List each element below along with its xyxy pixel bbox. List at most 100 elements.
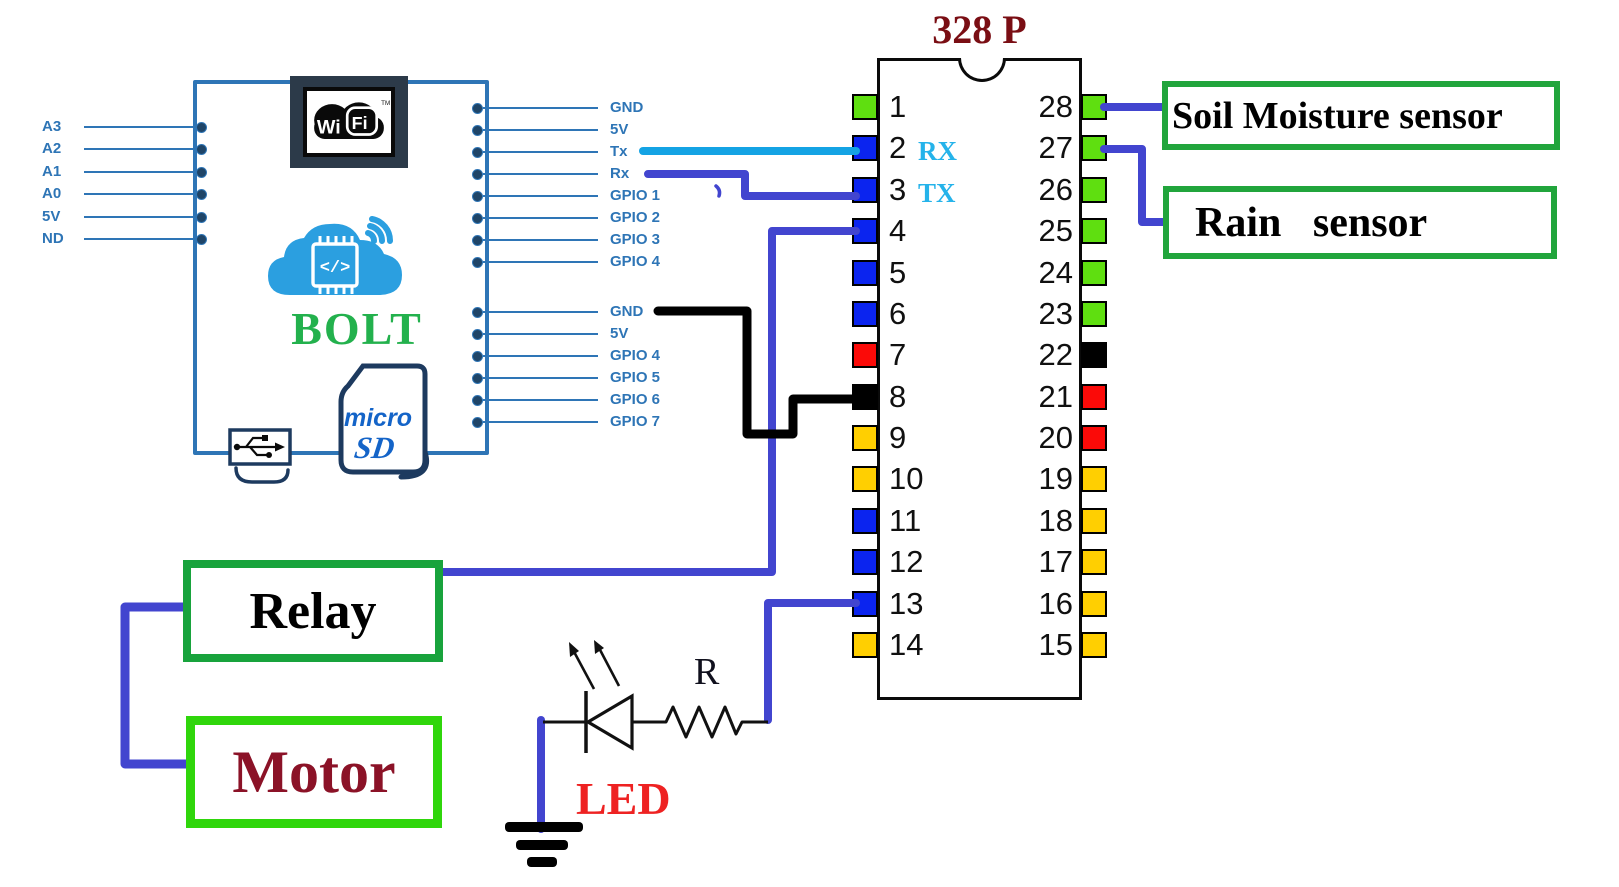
ic-pin-square-22 <box>1081 342 1107 368</box>
bolt-pin-dot <box>472 329 483 340</box>
ic-pin-square-2 <box>852 135 878 161</box>
ic-pin-number: 5 <box>889 255 907 290</box>
ic-pin-square-27 <box>1081 135 1107 161</box>
ic-pin-number: 22 <box>1038 337 1073 372</box>
bolt-pin-label-gpio1: GPIO 1 <box>610 187 661 204</box>
ic-pin-square-12 <box>852 549 878 575</box>
ic-pin-number: 1 <box>889 89 907 124</box>
ic-pin-number: 12 <box>889 544 924 579</box>
ic-pin-number: 10 <box>889 461 924 496</box>
ic-pin-number: 13 <box>889 586 924 621</box>
wifi-icon: Wi Fi TM <box>314 100 390 139</box>
leader-line <box>483 355 598 357</box>
ic-pin-number: 21 <box>1038 379 1073 414</box>
bolt-pin-dot <box>196 189 207 200</box>
ic-pin-square-26 <box>1081 177 1107 203</box>
ic-pin-square-10 <box>852 466 878 492</box>
bolt-pin-label-rx: Rx <box>610 165 630 182</box>
ic-pin-number: 17 <box>1038 544 1073 579</box>
bolt-pin-label-5v1: 5V <box>610 121 629 138</box>
ic-pin-square-7 <box>852 342 878 368</box>
relay-box: Relay <box>183 560 443 662</box>
ic-title: 328 P <box>932 7 1027 52</box>
bolt-pin-label-gpio3: GPIO 3 <box>610 231 661 248</box>
ic-pin-number: 18 <box>1038 503 1073 538</box>
ic-pin-square-28 <box>1081 94 1107 120</box>
relay-label: Relay <box>249 582 377 640</box>
leader-line <box>483 173 598 175</box>
bolt-pin-label-gpio2: GPIO 2 <box>610 209 661 226</box>
leader-line <box>84 216 197 218</box>
ic-pin-number: 25 <box>1038 213 1073 248</box>
leader-line <box>84 171 197 173</box>
ic-pin-number: 23 <box>1038 296 1073 331</box>
leader-line <box>483 377 598 379</box>
usb-icon <box>228 428 292 484</box>
bolt-pin-dot <box>196 144 207 155</box>
leader-line <box>483 107 598 109</box>
bolt-pin-dot <box>472 351 483 362</box>
ground-symbol <box>505 822 583 867</box>
svg-text:</>: </> <box>320 259 351 278</box>
microsd-icon: micro SD <box>338 363 429 480</box>
ic-pin-square-13 <box>852 591 878 617</box>
ic-pin-square-15 <box>1081 632 1107 658</box>
soil-moisture-sensor-label: Soil Moisture sensor <box>1172 94 1503 137</box>
ic-pin-square-17 <box>1081 549 1107 575</box>
ic-pin-number: 7 <box>889 337 907 372</box>
ic-pin-number: 2 <box>889 130 907 165</box>
ic-pin-number: 27 <box>1038 130 1073 165</box>
wire-pin27-to-rain-sensor <box>1100 145 1169 226</box>
leader-line <box>483 195 598 197</box>
bolt-pin-dot <box>472 213 483 224</box>
svg-text:Fi: Fi <box>352 113 368 133</box>
ic-tx-label: TX <box>918 178 956 208</box>
leader-line <box>483 399 598 401</box>
leader-line <box>483 217 598 219</box>
ic-pin-square-14 <box>852 632 878 658</box>
ic-pin-number: 28 <box>1038 89 1073 124</box>
leader-line <box>483 261 598 263</box>
ic-pin-square-18 <box>1081 508 1107 534</box>
bolt-pin-label-gpio7: GPIO 7 <box>610 413 661 430</box>
svg-text:micro: micro <box>344 404 412 432</box>
bolt-cloud-icon: </> <box>268 216 402 295</box>
bolt-pin-label-gnd-left: ND <box>42 230 64 247</box>
ic-pin-square-5 <box>852 260 878 286</box>
svg-text:TM: TM <box>381 100 390 107</box>
bolt-pin-dot <box>472 147 483 158</box>
wifi-logo-frame: Wi Fi TM <box>290 76 408 168</box>
ic-pin-square-9 <box>852 425 878 451</box>
rain-sensor-box: Rain sensor <box>1163 186 1557 259</box>
bolt-pin-label-gpio6: GPIO 6 <box>610 391 661 408</box>
bolt-pin-dot <box>196 234 207 245</box>
ic-pin-square-24 <box>1081 260 1107 286</box>
stray-mark <box>714 184 722 198</box>
ic-pin-square-25 <box>1081 218 1107 244</box>
ic-pin-number: 11 <box>889 503 922 538</box>
bolt-pin-label-gpio4b: GPIO 4 <box>610 347 661 364</box>
ic-pin-number: 6 <box>889 296 907 331</box>
leader-line <box>483 151 598 153</box>
ic-pin-number: 14 <box>889 627 924 662</box>
svg-text:Wi: Wi <box>317 117 341 139</box>
rain-sensor-label: Rain sensor <box>1195 199 1428 246</box>
bolt-pin-label-gnd2: GND <box>610 303 644 320</box>
motor-label: Motor <box>232 738 396 805</box>
leader-line <box>483 311 598 313</box>
wifi-logo-icon: Wi Fi TM <box>303 87 395 157</box>
ic-pin-number: 4 <box>889 213 907 248</box>
bolt-brand-label: BOLT <box>291 303 423 354</box>
bolt-pin-dot <box>472 417 483 428</box>
bolt-pin-dot <box>472 191 483 202</box>
bolt-pin-label-a3: A3 <box>42 118 62 135</box>
bolt-pin-label-a2: A2 <box>42 140 62 157</box>
ic-pin-number: 16 <box>1038 586 1073 621</box>
wire-pin13-to-resistor <box>764 599 860 724</box>
ic-rx-label: RX <box>918 136 957 166</box>
leader-line <box>84 238 197 240</box>
ic-pin-number: 9 <box>889 420 907 455</box>
ic-pin-number: 24 <box>1038 255 1073 290</box>
bolt-pin-dot <box>196 122 207 133</box>
